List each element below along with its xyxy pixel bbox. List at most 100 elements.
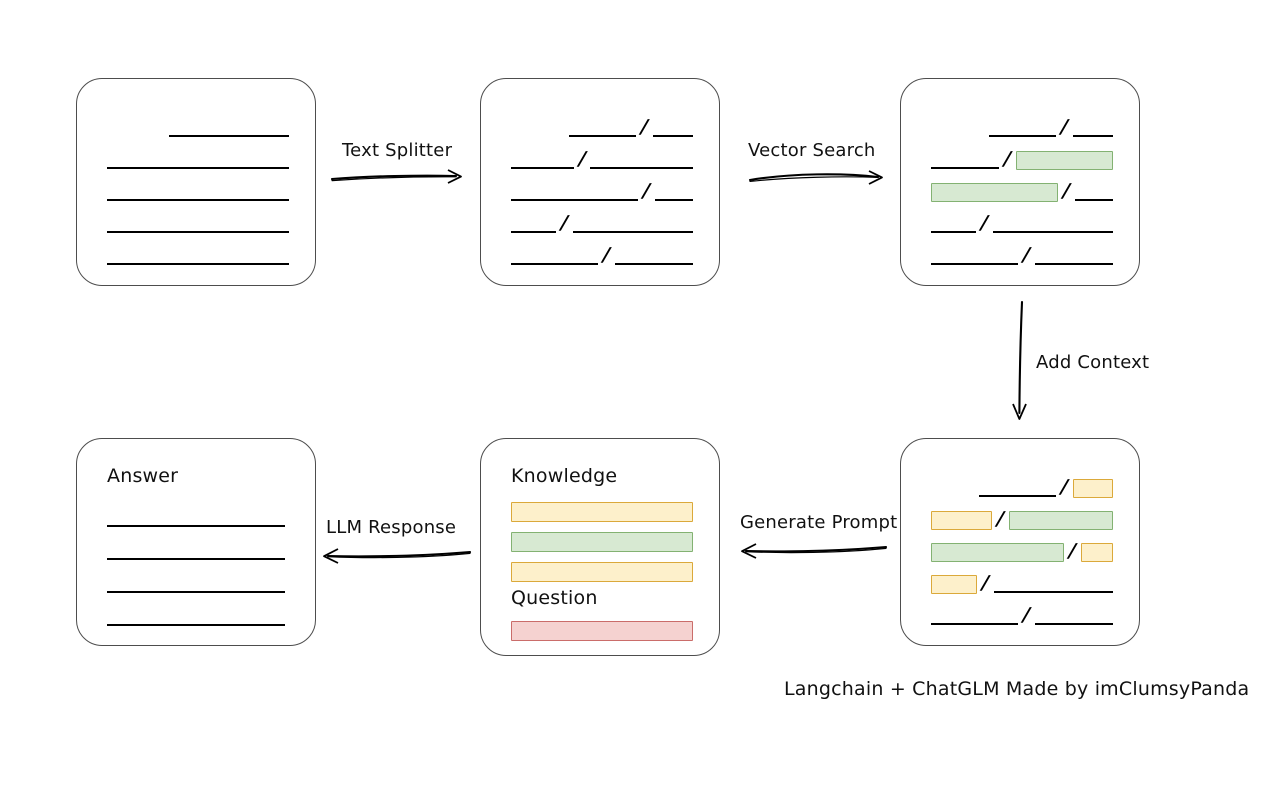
text-line-segment [511,185,638,201]
slash-separator: / [980,212,989,234]
text-line-segment [614,249,693,265]
text-line-segment [107,153,289,169]
text-line-segment [979,481,1056,497]
text-line-segment [511,249,598,265]
document-line-row: / [511,116,693,139]
document-line-row: / [511,212,693,235]
document-line-row: / [511,148,693,171]
slash-separator: / [560,212,569,234]
prompt-knowledge-bar-2 [511,532,693,552]
text-line-segment [590,153,693,169]
arrow-text-splitter: Text Splitter [330,140,465,190]
arrow-llm-response-shaft [323,548,472,564]
text-line-segment [569,121,636,137]
document-line-row [107,117,289,139]
context-document-rows: / / / / / [901,439,1139,645]
document-line-row [107,540,289,562]
slash-separator: / [1002,148,1012,170]
document-line-row: / [931,476,1113,499]
credit-text: Langchain + ChatGLM Made by imClumsyPand… [784,678,1250,700]
document-line-row: / [931,116,1113,139]
document-line-row [107,606,289,628]
slash-separator: / [1021,244,1031,266]
text-line-segment [107,217,289,233]
prompt-knowledge-bar-3 [511,562,693,582]
text-line-segment [107,249,289,265]
vector-matched-rows: / / / / / [901,79,1139,285]
document-line-row: / [931,180,1113,203]
slash-separator: / [1021,604,1031,626]
text-line-segment [107,185,289,201]
arrow-add-context-shaft [1012,300,1027,420]
arrow-generate-prompt-label: Generate Prompt [740,512,898,533]
document-line-row: / [931,572,1113,595]
text-line-segment [989,121,1056,137]
source-document-rows [77,79,315,285]
document-line-row: / [931,508,1113,531]
document-line-row [107,507,289,529]
document-line-row [107,213,289,235]
text-line-segment [1074,185,1113,201]
arrow-vector-search-shaft [748,170,883,185]
slash-separator: / [981,572,990,594]
slash-separator: / [1062,180,1071,202]
prompt-knowledge-bar-1 [511,502,693,522]
answer-heading: Answer [107,465,179,487]
highlight-chip-green [1008,510,1113,530]
highlight-chip-green [1015,150,1113,170]
highlight-chip-green [931,542,1064,562]
prompt-knowledge-heading: Knowledge [511,465,618,487]
text-line-segment [107,610,285,626]
arrow-llm-response-label: LLM Response [326,517,457,538]
document-line-row: / [931,604,1113,627]
text-line-segment [511,217,556,233]
highlight-chip-green [931,182,1058,202]
slash-separator: / [995,508,1005,530]
prompt-question-heading: Question [511,587,598,609]
arrow-vector-search: Vector Search [748,140,886,190]
slash-separator: / [1060,116,1069,138]
text-line-segment [107,511,285,527]
card-source-document[interactable] [76,78,316,286]
prompt-question-bar-1 [511,621,693,641]
card-answer[interactable]: Answer [76,438,316,646]
arrow-vector-search-label: Vector Search [748,140,876,161]
highlight-chip-yellow [1072,478,1113,498]
document-line-row: / [511,180,693,203]
document-line-row [107,181,289,203]
arrow-generate-prompt-shaft [741,543,888,559]
text-line-segment [1034,609,1113,625]
highlight-chip-yellow [931,510,992,530]
text-line-segment [1034,249,1113,265]
document-line-row: / [931,540,1113,563]
card-prompt[interactable]: Knowledge Question [480,438,720,656]
slash-separator: / [601,244,611,266]
document-line-row [107,245,289,267]
text-line-segment [572,217,693,233]
document-line-row: / [931,212,1113,235]
slash-separator: / [577,148,587,170]
arrow-add-context: Add Context [1008,300,1168,424]
text-line-segment [107,544,285,560]
text-line-segment [652,121,693,137]
text-line-segment [931,609,1018,625]
text-line-segment [931,217,976,233]
slash-separator: / [1060,476,1069,498]
slash-separator: / [642,180,651,202]
arrow-text-splitter-shaft [330,169,462,184]
arrow-llm-response: LLM Response [320,517,472,567]
document-line-row: / [931,244,1113,267]
highlight-chip-yellow [931,574,977,594]
card-split-document[interactable]: / / / / / [480,78,720,286]
text-line-segment [931,153,999,169]
card-vector-matched-document[interactable]: / / / / / [900,78,1140,286]
highlight-chip-yellow [1080,542,1113,562]
text-line-segment [654,185,693,201]
document-line-row: / [511,244,693,267]
document-line-row [107,573,289,595]
text-line-segment [993,577,1113,593]
text-line-segment [511,153,574,169]
answer-rows [77,439,315,645]
card-context-document[interactable]: / / / / / [900,438,1140,646]
